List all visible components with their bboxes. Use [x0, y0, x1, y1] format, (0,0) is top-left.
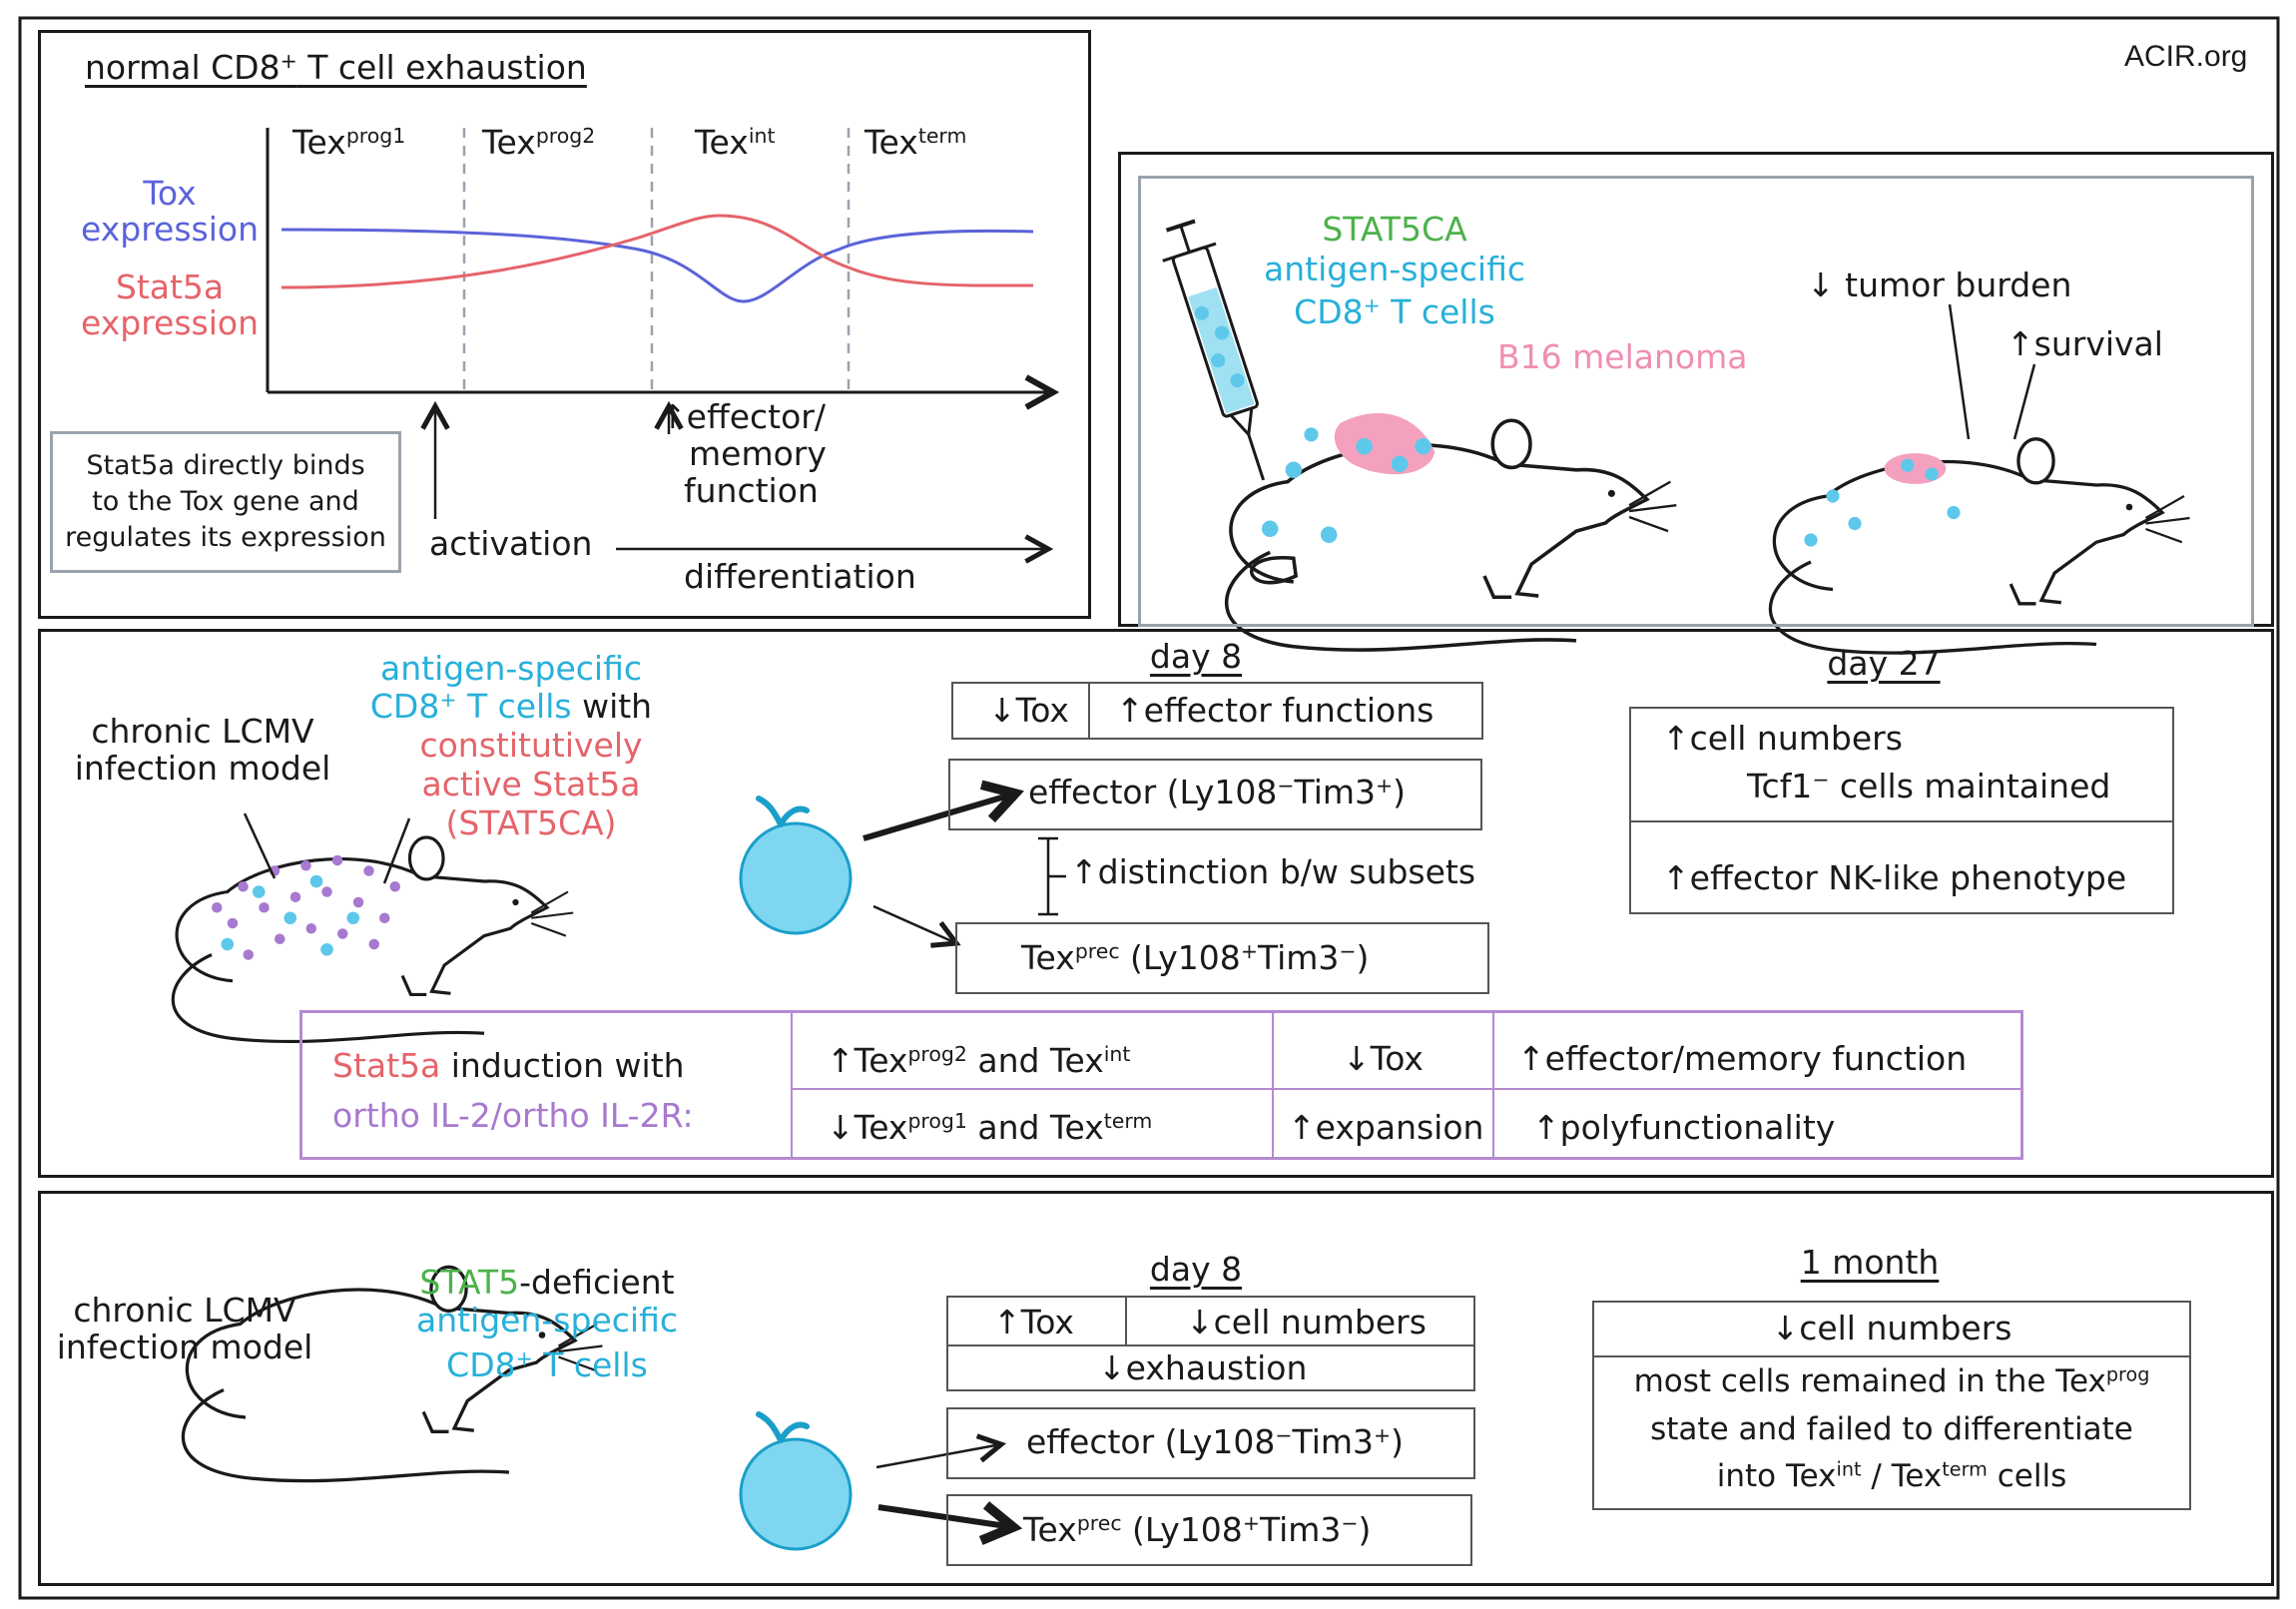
tumor-burden-pointer [1948, 303, 1971, 440]
texprec-subset-text: Texprec (Ly108+Tim3−) [1023, 1510, 1372, 1549]
effector-subset-box [946, 1407, 1475, 1479]
panel-normal-exhaustion [38, 30, 1091, 619]
induction-label: Stat5a induction with [332, 1046, 685, 1085]
effector-subset-text: effector (Ly108−Tim3+) [1026, 1422, 1404, 1461]
cell-numbers-down-text: ↓cell numbers [1186, 1303, 1427, 1341]
tumor-burden-label: ↓ tumor burden [1807, 266, 2072, 304]
effector-subset-text: effector (Ly108−Tim3+) [1028, 773, 1406, 811]
row1-cell-c: ↑effector/memory function [1517, 1039, 1968, 1078]
cd8-label: CD8+ T cells [1294, 292, 1495, 331]
tcf1-text: Tcf1− cells maintained [1747, 767, 2111, 805]
ag-specific-label: antigen-specific [1263, 250, 1526, 288]
most-cells-text-3: into Texint / Texterm cells [1716, 1457, 2067, 1494]
model-label: chronic LCMV [73, 1291, 296, 1330]
day8-label: day 8 [1149, 637, 1243, 676]
row2-cell-c: ↑polyfunctionality [1532, 1108, 1836, 1147]
mouse-deficient-icon [181, 1265, 603, 1483]
site-credit: ACIR.org [2124, 40, 2248, 73]
t-cell-icon [739, 821, 853, 935]
cells-pointer [382, 817, 411, 884]
effector-subset-box [948, 759, 1482, 830]
stage-label-int: Texint [695, 123, 776, 162]
induction-table [299, 1010, 2023, 1160]
most-cells-text-2: state and failed to differentiate [1650, 1411, 2133, 1447]
effector-function-label-2: memory [689, 434, 827, 473]
tox-expression-curve [281, 228, 1034, 303]
texprec-subset-box [955, 922, 1489, 994]
effector-arrow-thin [875, 1444, 1001, 1469]
stat5ca-label: STAT5CA [1322, 210, 1467, 249]
distinction-text: ↑distinction b/w subsets [1070, 852, 1476, 891]
active-label: constitutively [419, 726, 643, 765]
ag-specific-label: antigen-specific [415, 1301, 679, 1340]
note-box [50, 431, 401, 573]
ag-specific-label: antigen-specific [379, 649, 643, 688]
stat5a-expression-curve [281, 214, 1034, 289]
texprec-arrow-thin [872, 904, 956, 943]
month-label: 1 month [1800, 1243, 1940, 1282]
note-line: to the Tox gene and [92, 486, 359, 517]
receptor-icon [756, 796, 810, 827]
tox-up-text: ↑Tox [993, 1303, 1074, 1341]
outer-frame [18, 16, 2280, 1600]
tox-label: Tox [143, 174, 197, 213]
row2-cell-b: ↑expansion [1288, 1108, 1484, 1147]
month-box [1592, 1301, 2191, 1510]
model-label-2: infection model [74, 749, 331, 788]
day27-label: day 27 [1827, 644, 1941, 683]
most-cells-text: most cells remained in the Texprog [1633, 1362, 2150, 1399]
cd8-label: CD8+ T cells [446, 1345, 648, 1384]
texprec-arrow-bold [877, 1501, 1023, 1545]
day8-summary-box [946, 1296, 1475, 1391]
cd8-with-label: CD8+ T cells with [369, 687, 653, 726]
effector-up-text: ↑effector functions [1116, 691, 1435, 730]
row1-cell-a: ↑Texprog2 and Texint [827, 1041, 1131, 1080]
survival-label: ↑survival [2007, 324, 2163, 363]
receptor-icon [756, 1411, 810, 1443]
day8-label: day 8 [1149, 1250, 1243, 1289]
survival-pointer [2012, 363, 2036, 440]
stat5a-label-expression: expression [80, 303, 260, 342]
nk-like-text: ↑effector NK-like phenotype [1662, 858, 2127, 897]
mouse-outcome-icon [1768, 437, 2190, 655]
effector-function-label: ↑effector/ [659, 397, 826, 436]
syringe-icon [1162, 219, 1266, 481]
active-label-2: active Stat5a [421, 765, 641, 804]
stat5a-label: Stat5a [115, 268, 225, 306]
b16-label: B16 melanoma [1497, 337, 1748, 376]
t-cell-icon [739, 1437, 853, 1551]
cell-numbers-down-text: ↓cell numbers [1771, 1309, 2012, 1347]
mouse-tumor-icon [1225, 412, 1677, 652]
model-label: chronic LCMV [91, 712, 314, 751]
panel-title: normal CD8+ T cell exhaustion [85, 48, 587, 87]
cell-numbers-up: ↑cell numbers [1662, 719, 1903, 758]
stage-label-term: Texterm [864, 123, 967, 162]
model-pointer [243, 812, 277, 879]
tox-down-text: ↓Tox [988, 691, 1069, 730]
ortho-label: ortho IL-2/ortho IL-2R: [332, 1096, 694, 1135]
effector-arrow-bold [862, 780, 1024, 841]
active-label-3: (STAT5CA) [445, 804, 617, 842]
exhaustion-down-text: ↓exhaustion [1098, 1348, 1308, 1387]
effector-function-label-3: function [684, 471, 819, 510]
note-line: Stat5a directly binds [86, 450, 365, 481]
texprec-subset-text: Texprec (Ly108+Tim3−) [1021, 938, 1370, 977]
model-label-2: infection model [56, 1328, 313, 1366]
stage-label-prog2: Texprog2 [482, 123, 596, 162]
mouse-lcmv-icon [171, 835, 574, 1044]
differentiation-label: differentiation [684, 557, 916, 596]
panel-lcmv-stat5ca [38, 629, 2274, 1178]
activation-label: activation [429, 524, 593, 563]
panel-stat5-deficient [38, 1191, 2274, 1586]
note-line: regulates its expression [65, 522, 386, 553]
row2-cell-a: ↓Texprog1 and Texterm [827, 1108, 1153, 1147]
stage-label-prog1: Texprog1 [292, 123, 406, 162]
panel-tumor [1138, 176, 2254, 627]
row1-cell-b: ↓Tox [1343, 1039, 1424, 1078]
day27-box [1629, 707, 2174, 914]
stat5-deficient-label: STAT5-deficient [419, 1263, 675, 1302]
tox-label-expression: expression [80, 210, 260, 249]
texprec-subset-box [946, 1494, 1472, 1566]
